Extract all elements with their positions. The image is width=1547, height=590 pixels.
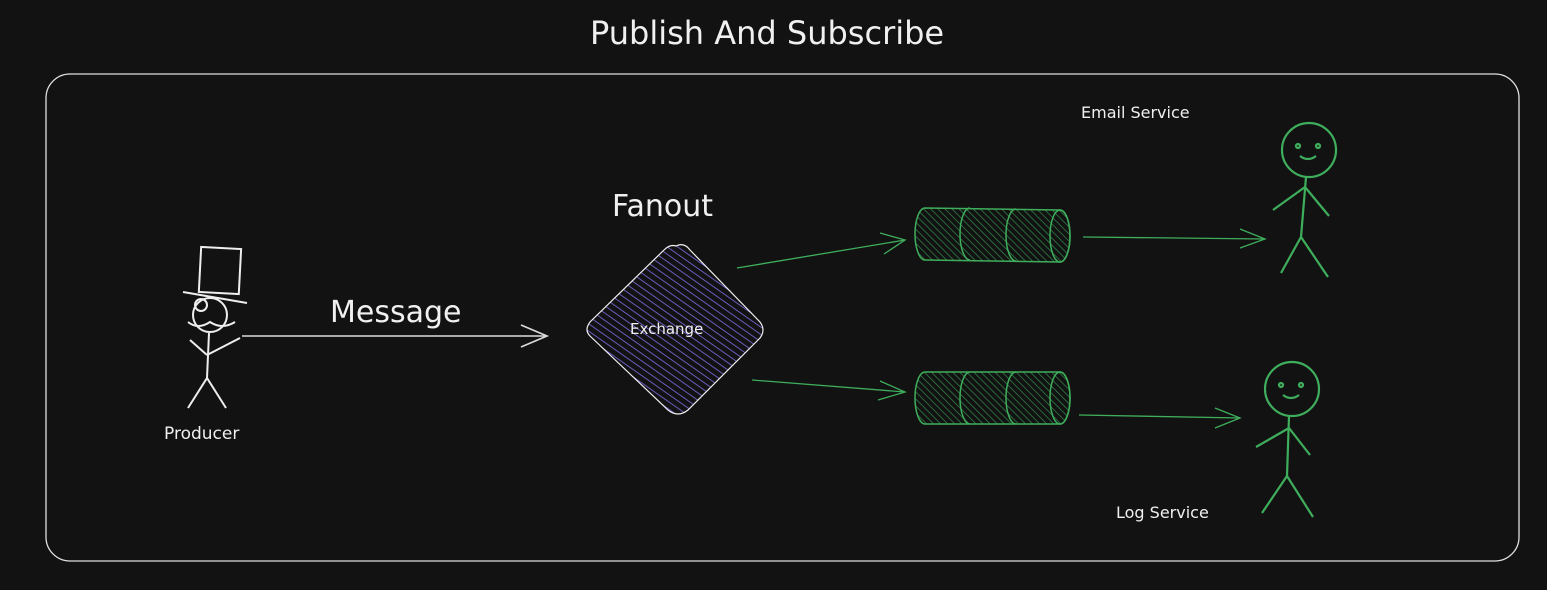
fanout-arrows (736, 228, 1267, 429)
producer-label: Producer (164, 424, 240, 444)
message-label: Message (330, 295, 462, 330)
log-service-figure-icon (1255, 360, 1321, 518)
log-service-label: Log Service (1116, 503, 1209, 522)
queue-log (914, 371, 1071, 425)
frame-boundary (45, 73, 1520, 562)
exchange-heading: Fanout (612, 189, 714, 224)
producer-figure-icon (182, 245, 248, 409)
diagram-title: Publish And Subscribe (590, 14, 945, 52)
queue-email (914, 207, 1071, 263)
email-service-figure-icon (1272, 121, 1338, 278)
email-service-label: Email Service (1081, 103, 1190, 122)
exchange-label: Exchange (630, 320, 704, 338)
message-arrow (242, 324, 550, 348)
exchange-diamond (586, 244, 764, 415)
